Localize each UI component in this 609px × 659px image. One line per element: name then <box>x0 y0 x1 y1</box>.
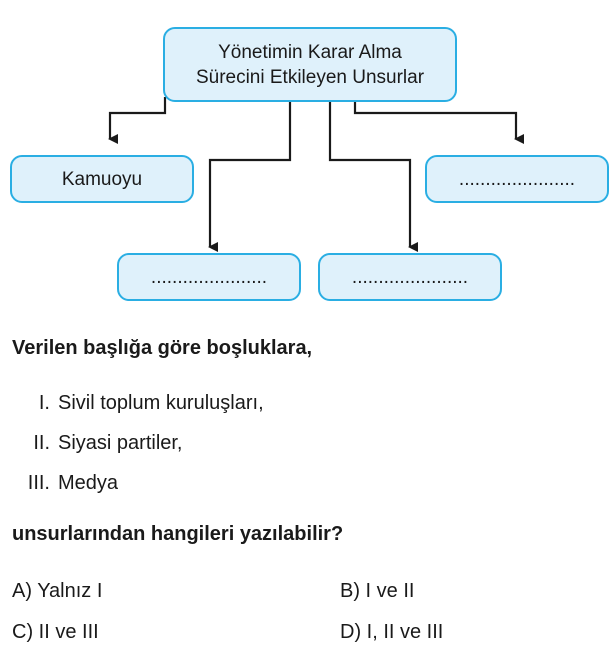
arrow-to-blank-lower-right <box>328 102 418 252</box>
option-a[interactable]: A) Yalnız I <box>12 580 103 602</box>
option-b[interactable]: B) I ve II <box>340 580 415 602</box>
item-1-text: Sivil toplum kuruluşları, <box>58 392 264 414</box>
option-d[interactable]: D) I, II ve III <box>340 621 444 643</box>
item-3-num: III. <box>27 472 50 494</box>
item-1: I. Sivil toplum kuruluşları, <box>14 392 264 415</box>
box-kamuoyu-label: Kamuoyu <box>61 168 143 190</box>
blank-upper-right: ...................... <box>458 168 576 190</box>
item-2-text: Siyasi partiler, <box>58 432 183 454</box>
box-blank-lower-left: ...................... <box>117 253 301 301</box>
box-blank-lower-right: ...................... <box>318 253 502 301</box>
question-prompt: Verilen başlığa göre boşluklara, <box>12 337 313 359</box>
diagram-title-line2: Sürecini Etkileyen Unsurlar <box>195 66 425 88</box>
box-blank-upper-right: ...................... <box>425 155 609 203</box>
arrow-to-blank-upper-right <box>353 102 524 144</box>
connector-arrows <box>108 97 524 252</box>
diagram-title-line1: Yönetimin Karar Alma <box>218 41 402 63</box>
box-kamuoyu: Kamuoyu <box>10 155 194 203</box>
arrow-to-kamuoyu <box>108 97 167 144</box>
arrow-to-blank-lower-left <box>208 102 292 252</box>
diagram-title-box: Yönetimin Karar Alma Sürecini Etkileyen … <box>163 27 457 102</box>
item-3-text: Medya <box>58 472 119 494</box>
item-2: II. Siyasi partiler, <box>14 432 183 455</box>
blank-lower-left: ...................... <box>150 266 268 288</box>
blank-lower-right: ...................... <box>351 266 469 288</box>
question-ask: unsurlarından hangileri yazılabilir? <box>12 523 344 545</box>
item-1-num: I. <box>38 392 50 414</box>
option-c[interactable]: C) II ve III <box>12 621 99 643</box>
item-3: III. Medya <box>14 472 118 495</box>
item-2-num: II. <box>33 432 50 454</box>
